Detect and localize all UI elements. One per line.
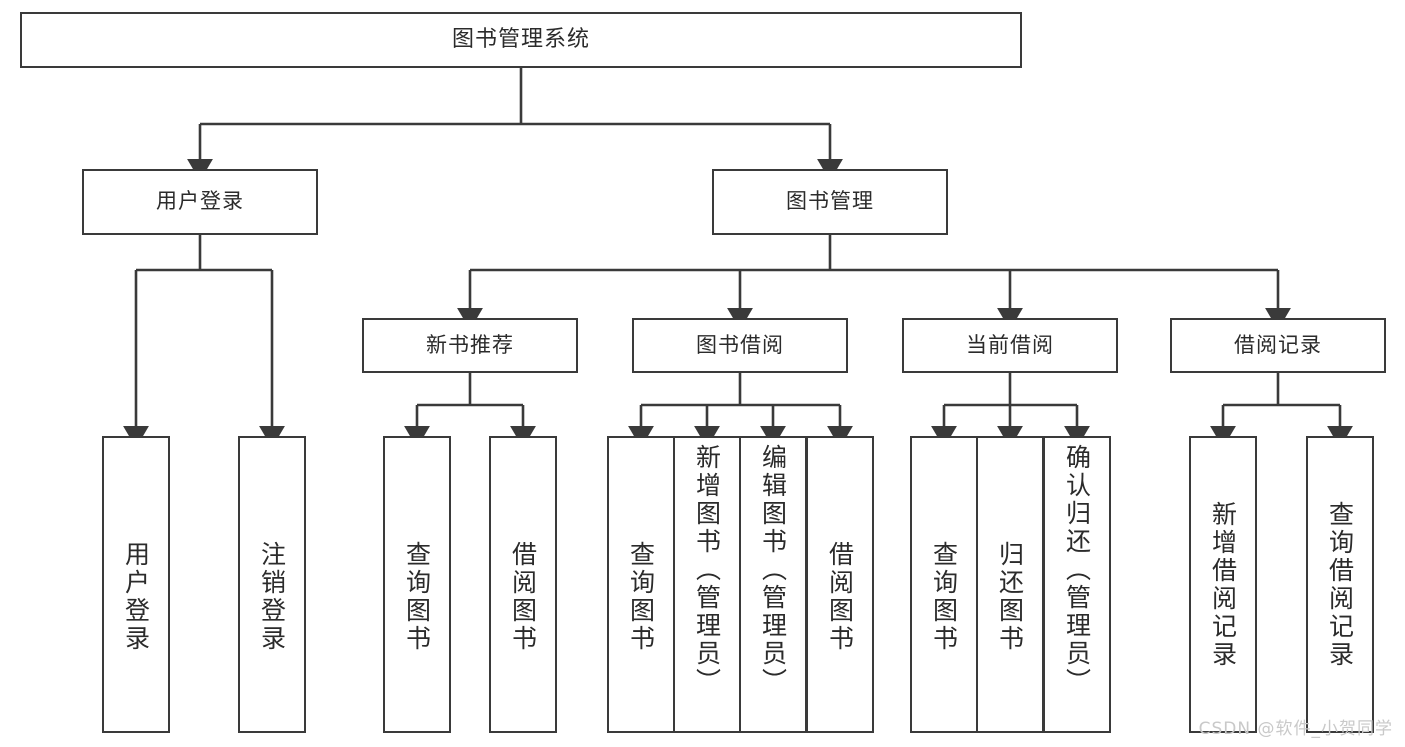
node-root-label: 图书管理系统: [451, 26, 590, 52]
leaf-borrow-book-recommend-label: 借阅图书: [508, 541, 538, 653]
leaf-query-book-current-label: 查询图书: [929, 541, 959, 653]
leaf-query-borrow-record[interactable]: 查询借阅记录: [1306, 436, 1374, 733]
leaf-query-borrow-record-label: 查询借阅记录: [1325, 500, 1355, 669]
node-new-book-recommend[interactable]: 新书推荐: [362, 318, 578, 373]
leaf-query-book-current[interactable]: 查询图书: [910, 436, 978, 733]
leaf-return-book-label: 归还图书: [995, 541, 1025, 653]
leaf-user-login[interactable]: 用户登录: [102, 436, 170, 733]
leaf-logout[interactable]: 注销登录: [238, 436, 306, 733]
leaf-query-book-recommend[interactable]: 查询图书: [383, 436, 451, 733]
node-root[interactable]: 图书管理系统: [20, 12, 1022, 68]
leaf-confirm-return-admin-label: 确认归还（管理员）: [1062, 444, 1092, 696]
leaf-add-book-admin-label: 新增图书（管理员）: [692, 444, 722, 696]
leaf-query-book-borrow[interactable]: 查询图书: [607, 436, 675, 733]
node-new-book-recommend-label: 新书推荐: [426, 332, 514, 357]
node-borrow-record[interactable]: 借阅记录: [1170, 318, 1386, 373]
node-book-borrow-label: 图书借阅: [696, 332, 784, 357]
leaf-edit-book-admin[interactable]: 编辑图书（管理员）: [739, 436, 807, 733]
leaf-borrow-book-recommend[interactable]: 借阅图书: [489, 436, 557, 733]
node-borrow-record-label: 借阅记录: [1234, 332, 1322, 357]
leaf-return-book[interactable]: 归还图书: [976, 436, 1044, 733]
leaf-edit-book-admin-label: 编辑图书（管理员）: [758, 444, 788, 696]
leaf-logout-label: 注销登录: [257, 541, 287, 653]
leaf-confirm-return-admin[interactable]: 确认归还（管理员）: [1043, 436, 1111, 733]
leaf-query-book-recommend-label: 查询图书: [402, 541, 432, 653]
leaf-query-book-borrow-label: 查询图书: [626, 541, 656, 653]
leaf-borrow-book-label: 借阅图书: [825, 541, 855, 653]
leaf-add-borrow-record[interactable]: 新增借阅记录: [1189, 436, 1257, 733]
watermark: CSDN @软件_小贺同学: [1198, 719, 1393, 739]
leaf-add-book-admin[interactable]: 新增图书（管理员）: [673, 436, 741, 733]
node-user-login-label: 用户登录: [156, 189, 244, 214]
node-book-borrow[interactable]: 图书借阅: [632, 318, 848, 373]
node-current-borrow[interactable]: 当前借阅: [902, 318, 1118, 373]
node-book-management-label: 图书管理: [786, 189, 874, 214]
leaf-user-login-label: 用户登录: [121, 541, 151, 653]
node-book-management[interactable]: 图书管理: [712, 169, 948, 235]
node-current-borrow-label: 当前借阅: [966, 332, 1054, 357]
node-user-login[interactable]: 用户登录: [82, 169, 318, 235]
leaf-add-borrow-record-label: 新增借阅记录: [1208, 500, 1238, 669]
leaf-borrow-book[interactable]: 借阅图书: [806, 436, 874, 733]
